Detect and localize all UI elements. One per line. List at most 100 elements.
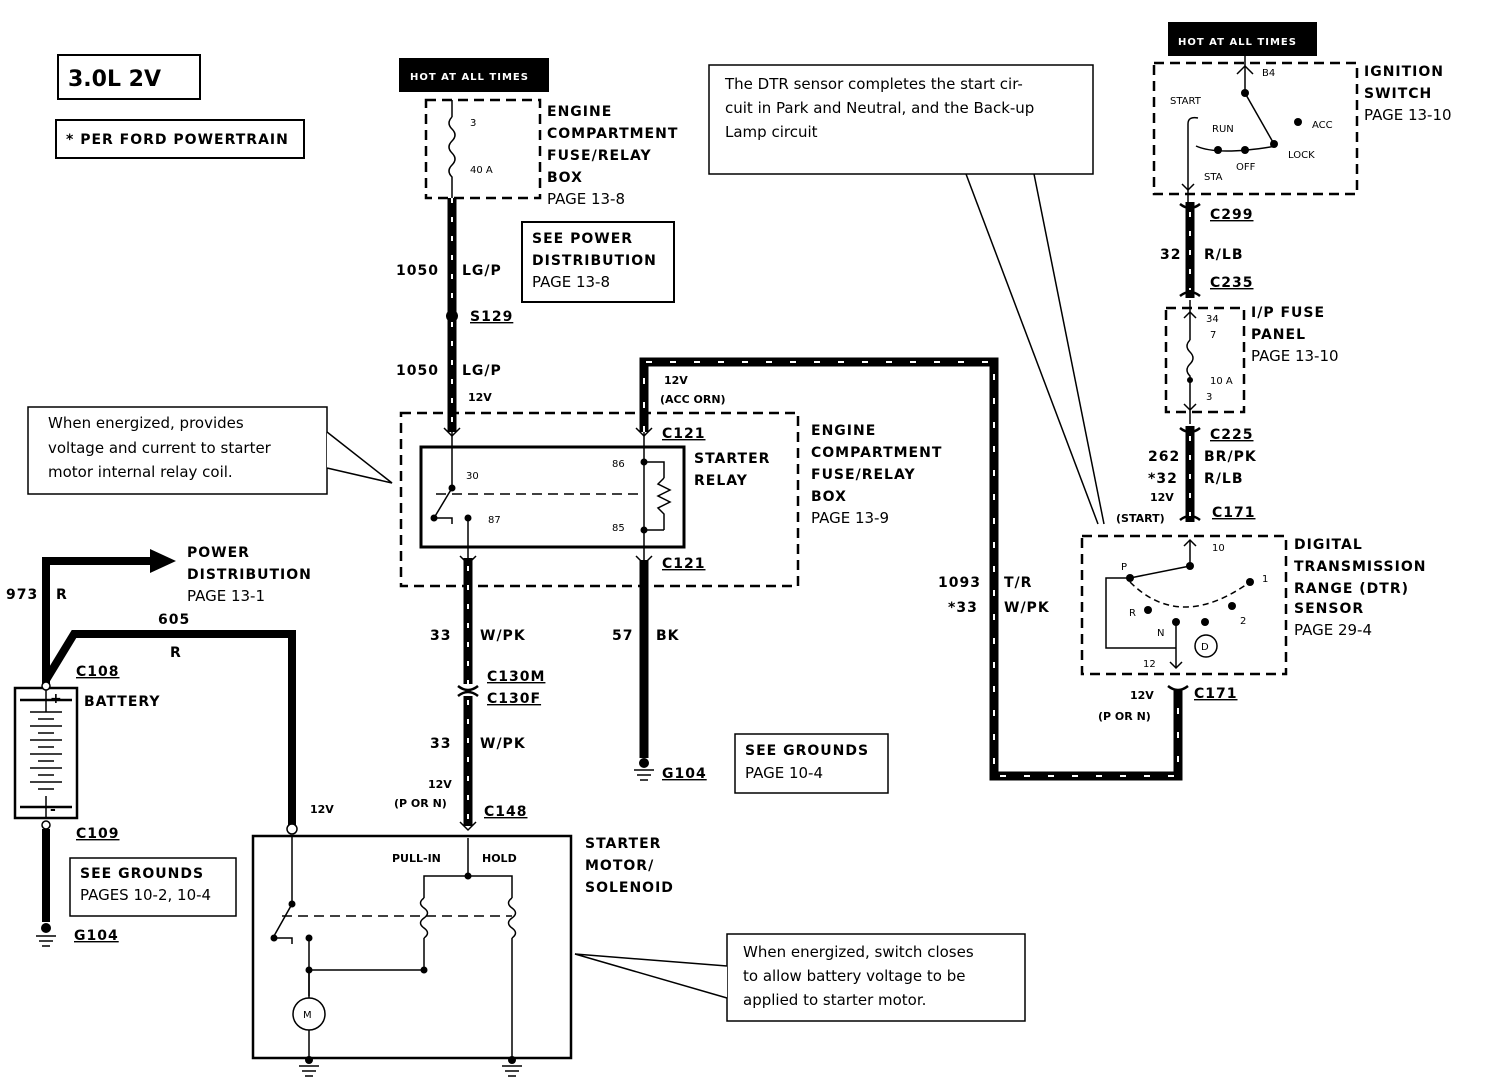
wire-33-num-b: 33 xyxy=(430,736,451,752)
ip-pin-3: 3 xyxy=(1206,392,1212,403)
wire-1093-num: 1093 xyxy=(938,575,981,591)
connector-c108: C108 xyxy=(76,664,120,680)
wire-1093-alt-color: W/PK xyxy=(1004,600,1050,616)
wire-973: 973 R xyxy=(6,549,176,686)
ign-page: PAGE 13-10 xyxy=(1364,106,1452,124)
relay-box-line2: COMPARTMENT xyxy=(811,445,942,461)
dtr-line2: TRANSMISSION xyxy=(1294,559,1426,575)
fuse-box-top-line4: BOX xyxy=(547,170,583,186)
callout-dtr-line1: The DTR sensor completes the start cir- xyxy=(724,75,1023,93)
dtr-output-voltage: 12V xyxy=(1130,689,1154,702)
wire-57: 57 BK xyxy=(612,560,679,781)
connector-c148: C148 xyxy=(484,804,528,820)
connector-c235: C235 xyxy=(1210,275,1254,291)
dtr-2: 2 xyxy=(1240,616,1246,627)
ip-fuse-rating: 10 A xyxy=(1210,376,1233,387)
connector-c130f: C130F xyxy=(487,691,541,707)
dtr-line4: SENSOR xyxy=(1294,601,1364,617)
hot-at-all-times-left: HOT AT ALL TIMES xyxy=(399,58,549,92)
motor-m-label: M xyxy=(303,1010,312,1021)
dtr-output-note: (P OR N) xyxy=(1098,710,1151,723)
dtr-n: N xyxy=(1157,628,1164,639)
ign-line2: SWITCH xyxy=(1364,86,1432,102)
see-power-line1: SEE POWER xyxy=(532,231,633,247)
relay-pin-85: 85 xyxy=(612,523,625,534)
wire-1093-color: T/R xyxy=(1004,575,1032,591)
battery-minus: - xyxy=(50,802,57,818)
ign-off: OFF xyxy=(1236,162,1256,173)
dtr-line3: RANGE (DTR) xyxy=(1294,581,1409,597)
acc-note: (ACC ORN) xyxy=(660,393,726,406)
relay-box-line3: FUSE/RELAY xyxy=(811,467,916,483)
hot-label-left: HOT AT ALL TIMES xyxy=(410,72,529,83)
callout-dtr: The DTR sensor completes the start cir- … xyxy=(708,64,1105,525)
ign-run: RUN xyxy=(1212,124,1234,135)
power-dist-line2: DISTRIBUTION xyxy=(187,567,312,583)
wire-1050-upper: 1050 LG/P xyxy=(396,198,502,316)
engine-header: 3.0L 2V xyxy=(57,54,201,100)
relay-label-line2: RELAY xyxy=(694,473,748,489)
dtr-output: 12V (P OR N) xyxy=(1098,684,1189,723)
pull-in-label: PULL-IN xyxy=(392,852,441,865)
ground-g104-left: G104 xyxy=(74,928,119,944)
ground-g104-mid: G104 xyxy=(662,766,707,782)
wire-32-color: R/LB xyxy=(1204,247,1244,263)
callout-solenoid: When energized, switch closes to allow b… xyxy=(574,933,1026,1022)
wire-1050-voltage: 12V xyxy=(468,391,492,404)
wire-148-note: (P OR N) xyxy=(394,797,447,810)
see-grounds-mid: SEE GROUNDS PAGE 10-4 xyxy=(734,733,889,794)
splice-s129-label: S129 xyxy=(470,309,513,325)
connector-c109: C109 xyxy=(76,826,120,842)
ip-fuse-line1: I/P FUSE xyxy=(1251,305,1325,321)
fuse-box-top: 3 40 A ENGINE COMPARTMENT FUSE/RELAY BOX… xyxy=(424,98,678,208)
connector-c121-bottom: C121 xyxy=(662,556,706,572)
ip-fuse-panel: 34 7 10 A 3 I/P FUSE PANEL PAGE 13-10 xyxy=(1164,300,1339,424)
callout-relay: When energized, provides voltage and cur… xyxy=(27,406,393,495)
engine-label: 3.0L 2V xyxy=(68,67,161,92)
ign-sta: STA xyxy=(1204,172,1223,183)
wire-57-num: 57 xyxy=(612,628,633,644)
starter-relay: STARTER RELAY 30 86 87 85 xyxy=(419,427,770,566)
wire-1050-color-a: LG/P xyxy=(462,263,502,279)
wire-1093-alt-num: *33 xyxy=(948,600,978,616)
callout-relay-line3: motor internal relay coil. xyxy=(48,463,233,481)
callout-dtr-line3: Lamp circuit xyxy=(725,123,818,141)
relay-pin-86: 86 xyxy=(612,459,625,470)
wire-262-note: (START) xyxy=(1116,512,1165,525)
power-dist-line1: POWER xyxy=(187,545,250,561)
callout-solenoid-line2: to allow battery voltage to be xyxy=(743,967,965,985)
see-grounds-left-line1: SEE GROUNDS xyxy=(80,866,204,882)
starter-line2: MOTOR/ xyxy=(585,858,654,874)
starter-motor-solenoid: STARTER MOTOR/ SOLENOID PULL-IN HOLD M xyxy=(251,834,674,1077)
relay-box-page: PAGE 13-9 xyxy=(811,509,889,527)
see-grounds-mid-line2: PAGE 10-4 xyxy=(745,764,823,782)
ign-b4: B4 xyxy=(1262,68,1275,79)
ign-start: START xyxy=(1170,96,1202,107)
relay-box-line4: BOX xyxy=(811,489,847,505)
wire-605: 605 R 12V xyxy=(42,612,334,835)
see-grounds-mid-line1: SEE GROUNDS xyxy=(745,743,869,759)
wire-33-num-a: 33 xyxy=(430,628,451,644)
wire-1050-num-a: 1050 xyxy=(396,263,439,279)
fuse-box-top-page: PAGE 13-8 xyxy=(547,190,625,208)
see-power-box: SEE POWER DISTRIBUTION PAGE 13-8 xyxy=(521,221,675,303)
relay-label-line1: STARTER xyxy=(694,451,770,467)
starter-line3: SOLENOID xyxy=(585,880,674,896)
fuse-box-top-line1: ENGINE xyxy=(547,104,612,120)
dtr-page: PAGE 29-4 xyxy=(1294,621,1372,639)
callout-solenoid-line3: applied to starter motor. xyxy=(743,991,926,1009)
connector-c225: C225 xyxy=(1210,427,1254,443)
ip-fuse-page: PAGE 13-10 xyxy=(1251,347,1339,365)
wire-148-voltage: 12V xyxy=(428,778,452,791)
wire-1093-loop: 12V (ACC ORN) 1093 T/R *33 W/PK xyxy=(639,357,1183,781)
callout-solenoid-line1: When energized, switch closes xyxy=(743,943,974,961)
wire-32: 32 R/LB xyxy=(1160,202,1244,298)
wire-33: 33 W/PK 33 W/PK 12V (P OR N) xyxy=(394,558,525,832)
relay-box-line1: ENGINE xyxy=(811,423,876,439)
dtr-1: 1 xyxy=(1262,574,1268,585)
wire-262-num: 262 xyxy=(1148,449,1180,465)
dtr-sensor: D P R N 1 2 10 12 DIGITAL TRANSMISSION R… xyxy=(1080,534,1426,676)
wire-262-alt-color: R/LB xyxy=(1204,471,1244,487)
fuse-box-top-line2: COMPARTMENT xyxy=(547,126,678,142)
wire-262: 262 BR/PK *32 R/LB 12V (START) xyxy=(1116,426,1256,525)
